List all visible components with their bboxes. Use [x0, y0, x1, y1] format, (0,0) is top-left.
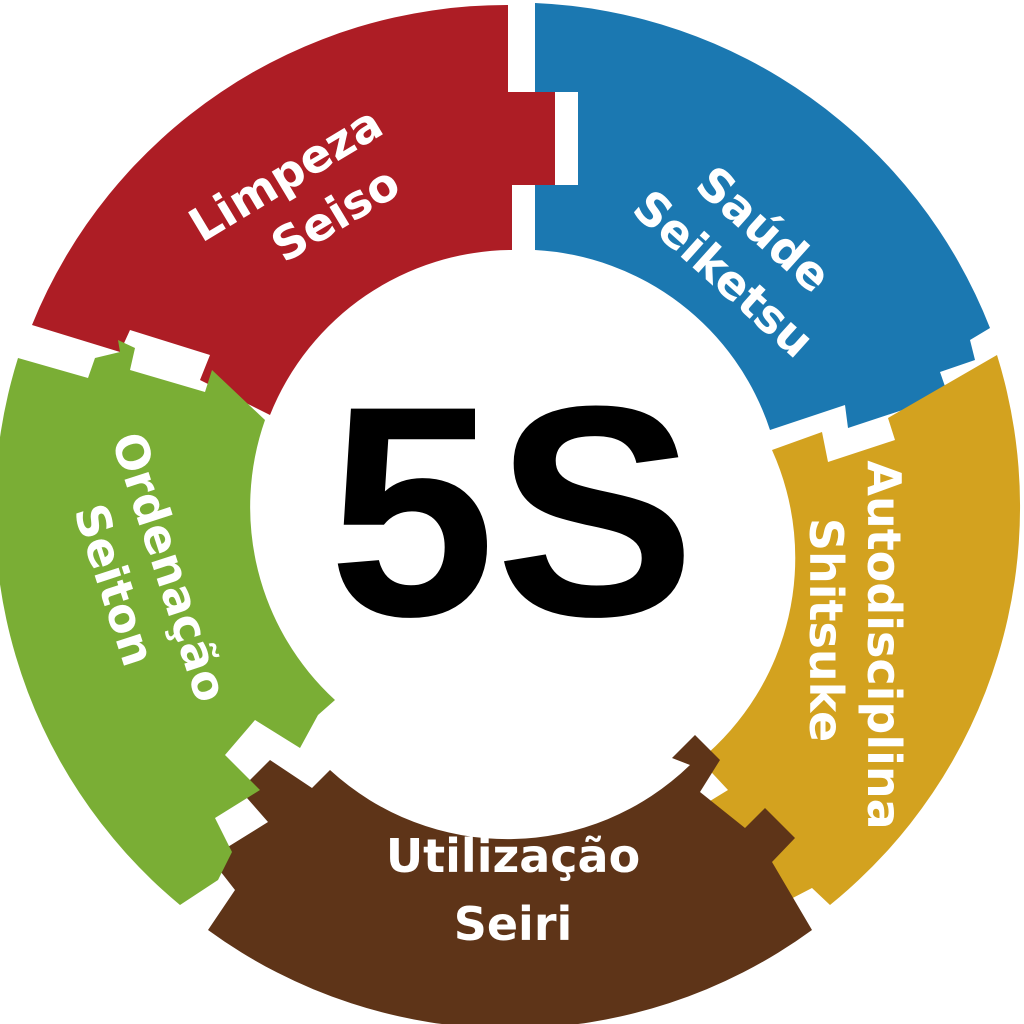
label-group-autodisciplina: Autodisciplina Shitsuke: [799, 460, 911, 829]
segment-limpeza: [32, 4, 555, 416]
segment-utilizacao: [208, 735, 812, 1024]
segment-title-autodisciplina: Autodisciplina: [857, 460, 911, 829]
center-label: 5S: [329, 343, 696, 679]
label-group-utilizacao: Utilização Seiri: [386, 829, 640, 951]
segment-subtitle-utilizacao: Seiri: [454, 897, 573, 951]
segment-saude: [535, 3, 990, 430]
segment-title-utilizacao: Utilização: [386, 829, 640, 883]
segment-autodisciplina: [692, 355, 1021, 905]
segment-ordenacao: [0, 340, 335, 905]
segment-subtitle-autodisciplina: Shitsuke: [799, 518, 853, 742]
